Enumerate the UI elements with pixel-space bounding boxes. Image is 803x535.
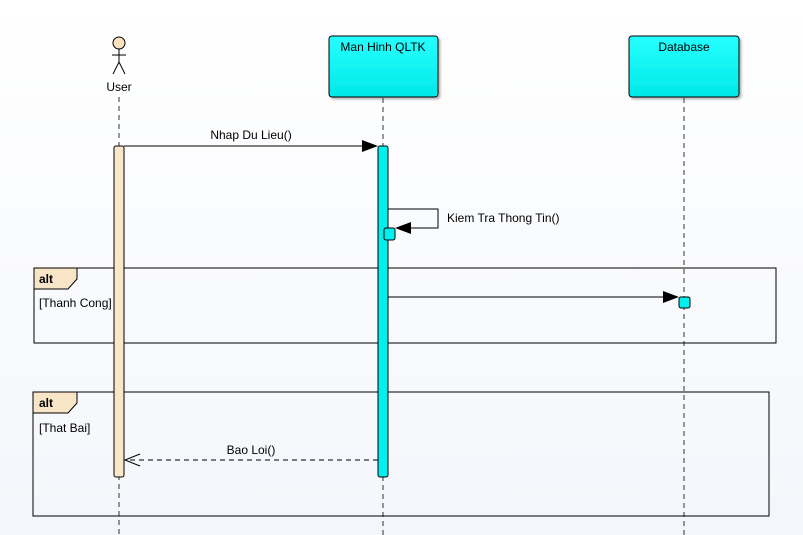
activation-user	[113, 145, 125, 478]
participant-database[interactable]: Database	[628, 35, 740, 98]
message-label: Nhap Du Lieu()	[210, 128, 291, 142]
participant-box	[328, 35, 439, 98]
fragment-guard: [That Bai]	[39, 421, 90, 435]
participant-box	[628, 35, 740, 98]
arrowhead-open	[123, 453, 141, 467]
fragment-operator: alt	[39, 396, 53, 410]
alt-fragment-failure[interactable]: alt [That Bai]	[32, 391, 770, 517]
message-kiem-tra-thong-tin[interactable]: Kiem Tra Thong Tin()	[388, 208, 560, 234]
participant-label: Man Hinh QLTK	[340, 40, 425, 54]
fragment-tab	[33, 267, 78, 290]
actor-user[interactable]: User	[106, 36, 132, 94]
fragment-operator: alt	[39, 272, 53, 286]
actor-right-leg	[118, 61, 126, 75]
actor-head	[112, 36, 126, 50]
actor-label: User	[106, 80, 131, 94]
arrowhead-filled	[663, 291, 679, 303]
fragment-frame	[33, 267, 777, 344]
activation-self-call	[383, 227, 396, 241]
activation-database	[678, 296, 691, 309]
participant-man-hinh-qltk[interactable]: Man Hinh QLTK	[328, 35, 439, 98]
participant-label: Database	[658, 40, 710, 54]
message-label: Bao Loi()	[227, 443, 276, 457]
fragment-frame	[32, 391, 770, 517]
arrowhead-filled	[395, 222, 411, 234]
message-label: Kiem Tra Thong Tin()	[447, 211, 560, 225]
message-to-database[interactable]	[388, 291, 679, 303]
message-nhap-du-lieu[interactable]: Nhap Du Lieu()	[124, 128, 378, 152]
alt-fragment-success[interactable]: alt [Thanh Cong]	[33, 267, 777, 344]
activation-man-hinh-qltk	[377, 145, 389, 478]
arrowhead-filled	[362, 140, 378, 152]
fragment-tab	[32, 391, 78, 414]
fragment-guard: [Thanh Cong]	[39, 296, 112, 310]
message-line	[388, 208, 439, 229]
message-bao-loi[interactable]: Bao Loi()	[123, 443, 378, 467]
actor-left-leg	[112, 61, 120, 75]
